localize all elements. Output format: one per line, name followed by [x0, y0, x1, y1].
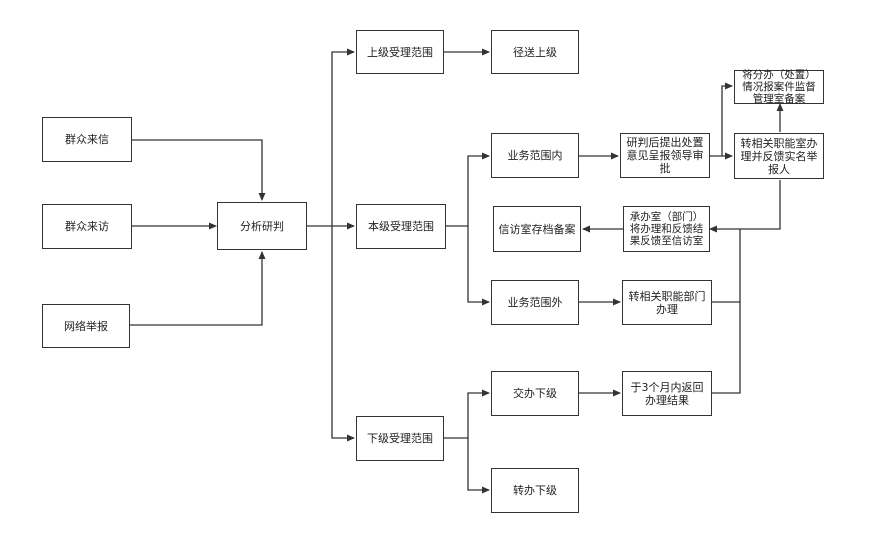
- node-yanpan-tichu: 研判后提出处置意见呈报领导审批: [620, 133, 710, 178]
- node-chengban-shi: 承办室（部门）将办理和反馈结果反馈至信访室: [623, 206, 710, 252]
- edge-fenxi-to-shangji: [331, 48, 355, 226]
- node-yewu-waibu: 业务范围外: [491, 280, 579, 325]
- node-yewu-neibu: 业务范围内: [491, 133, 579, 178]
- edge-xiaji-to-zhuanban: [467, 438, 490, 494]
- edge-zhuan-to-chengban: [709, 180, 781, 233]
- edge-yanpan-to-jiang: [721, 82, 733, 156]
- node-xinfang-cundang: 信访室存档备案: [493, 206, 581, 252]
- edge-bumen-to-chengban: [712, 229, 741, 303]
- node-zhuan-xiangguan-fankui: 转相关职能室办理并反馈实名举报人: [734, 133, 824, 179]
- node-shangji-fanwei: 上级受理范围: [356, 30, 444, 74]
- node-zhuanban-xiaji: 转办下级: [491, 468, 579, 513]
- edge-benji-to-neibu: [467, 152, 490, 226]
- node-fenxi-yanpan: 分析研判: [217, 202, 307, 250]
- node-xiaji-fanwei: 下级受理范围: [356, 416, 444, 461]
- node-benji-fanwei: 本级受理范围: [356, 204, 446, 249]
- node-wangluo-jubao: 网络举报: [42, 304, 130, 348]
- node-qunzhong-laifang: 群众来访: [42, 204, 132, 249]
- edge-benji-to-waibu: [467, 226, 490, 306]
- node-jiaoban-xiaji: 交办下级: [491, 371, 579, 416]
- node-jingsong-shangji: 径送上级: [491, 30, 579, 74]
- edge-laixin-to-fenxi: [132, 139, 266, 201]
- edge-sangeyue-to-chengban: [712, 302, 741, 394]
- node-yu-sange-yue: 于3个月内返回办理结果: [622, 371, 712, 416]
- edge-fenxi-to-xiaji: [331, 226, 355, 442]
- edge-xiaji-to-jiaoban: [467, 389, 490, 438]
- node-qunzhong-laixin: 群众来信: [42, 117, 132, 162]
- node-jiang-fenban: 将分办（处置）情况报案件监督管理室备案: [734, 69, 824, 105]
- node-zhuan-xiangguan-bumen: 转相关职能部门办理: [622, 280, 712, 325]
- edge-wangluo-to-fenxi: [130, 251, 266, 326]
